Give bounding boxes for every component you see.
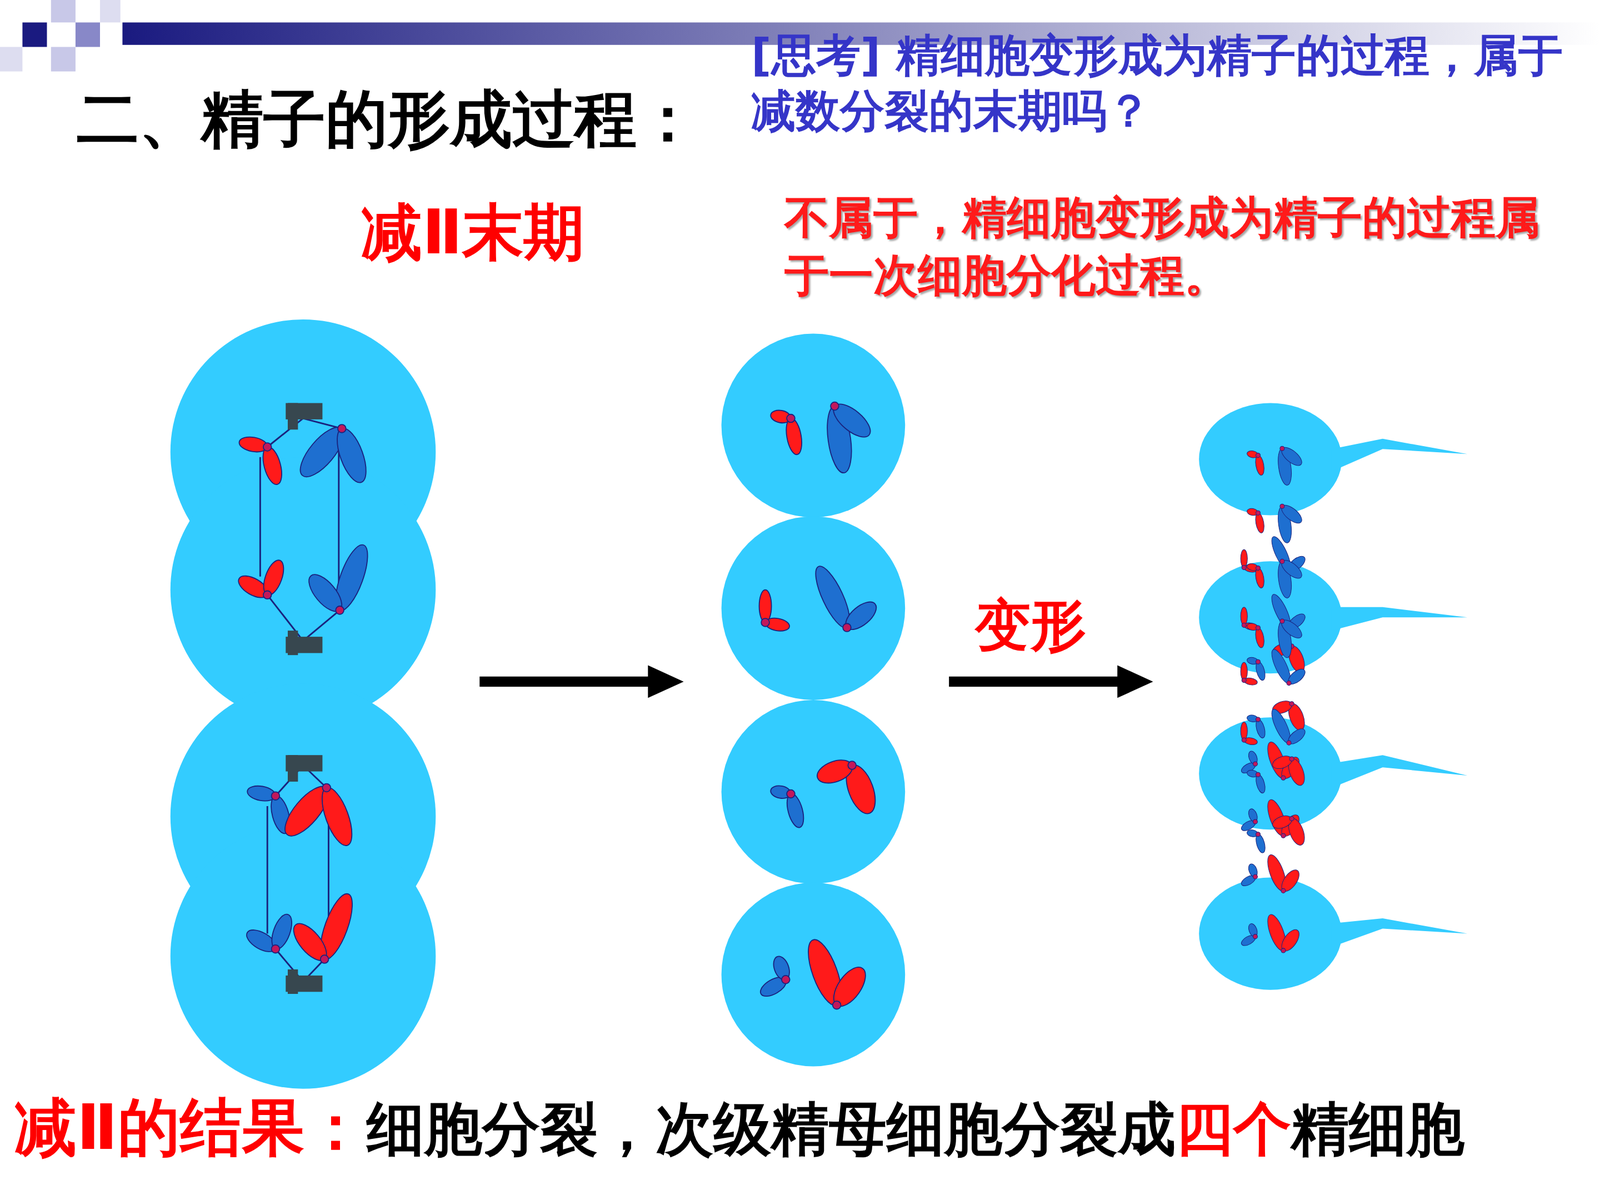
slide-title: 二、精子的形成过程： [76, 77, 699, 162]
answer-note: 不属于，精细胞变形成为精子的过程属于一次细胞分化过程。 [784, 188, 1579, 305]
spermatids [721, 333, 906, 1067]
result-line: 减Ⅱ的结果：细胞分裂，次级精母细胞分裂成四个精细胞 [14, 1086, 1465, 1170]
stage-label: 减Ⅱ末期 [361, 191, 585, 275]
question-note: [思考] 精细胞变形成为精子的过程，属于减数分裂的末期吗？ [751, 27, 1590, 139]
result-text: 精细胞 [1291, 1091, 1465, 1169]
centrosome [285, 403, 323, 994]
chromosomes [235, 420, 374, 966]
result-emphasis: 四个 [1175, 1091, 1292, 1169]
process-arrows [479, 665, 1153, 699]
dividing-cells [170, 319, 437, 1089]
spindle-fibers [260, 418, 342, 982]
sperm-cells [1198, 403, 1468, 990]
arrow-label: 变形 [975, 588, 1087, 664]
result-heading: 减Ⅱ的结果： [14, 1086, 367, 1170]
result-text: 细胞分裂，次级精母细胞分裂成 [366, 1091, 1176, 1169]
